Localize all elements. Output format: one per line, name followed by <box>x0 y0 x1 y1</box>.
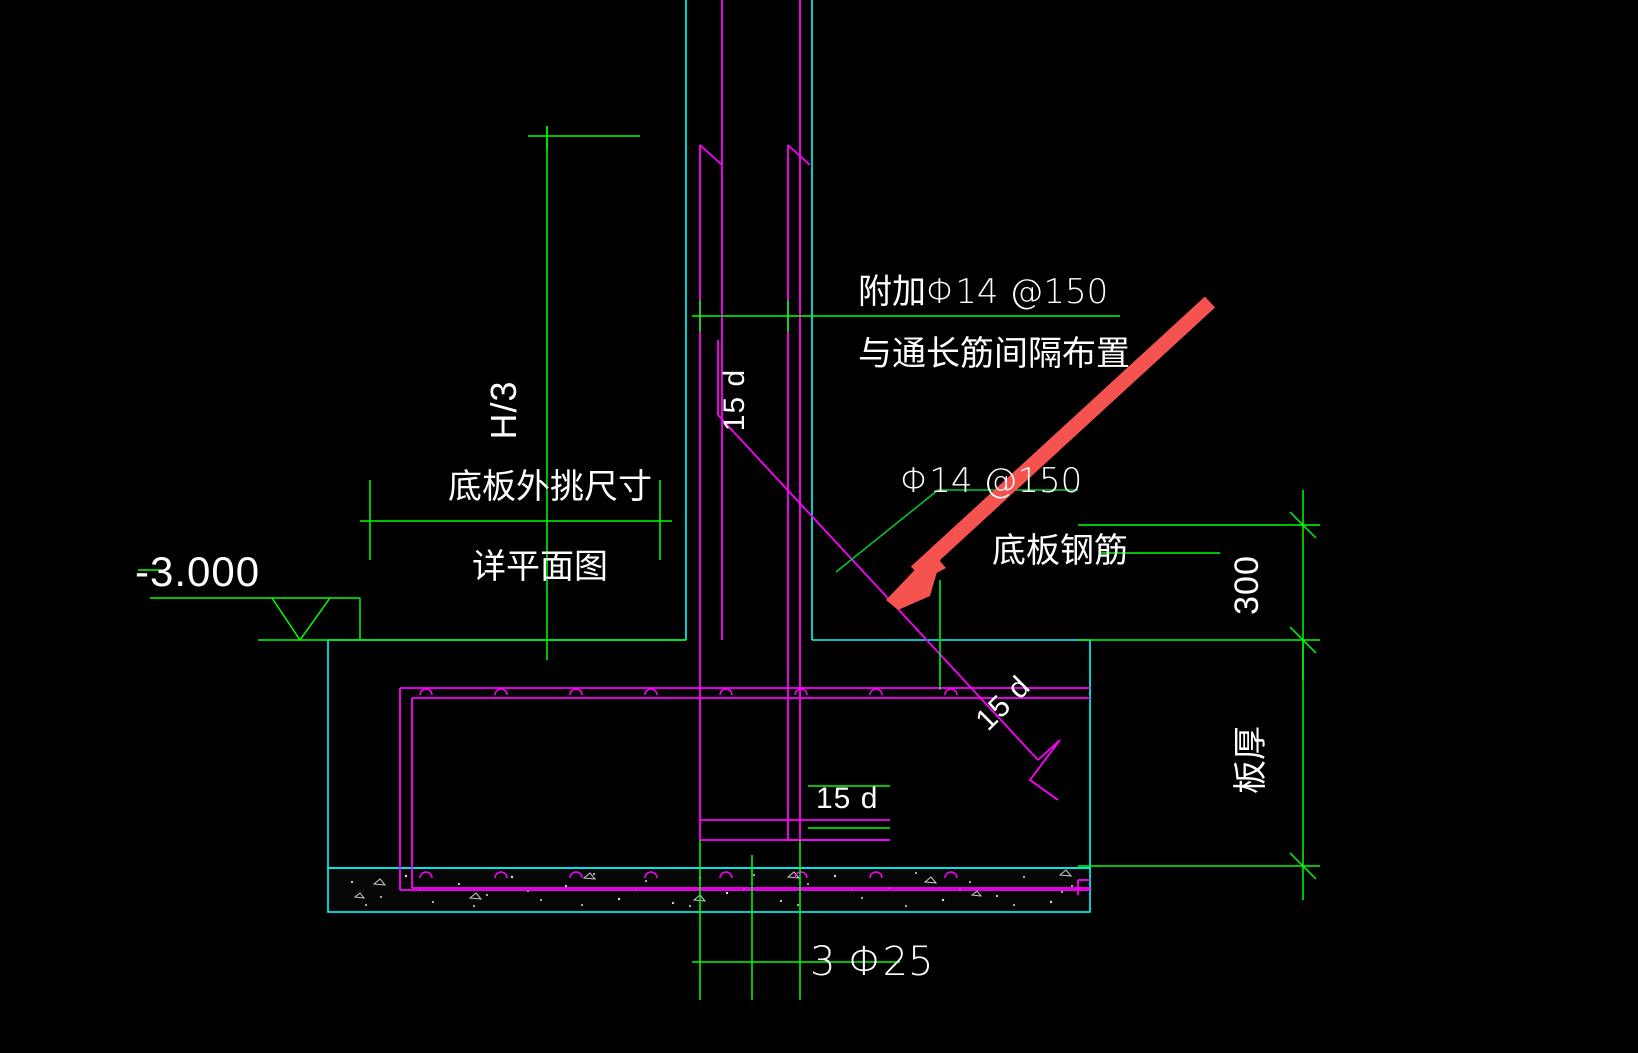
anchorage-horizontal-label: 15 d <box>816 782 878 815</box>
rebar-hook-row-bottom <box>419 871 958 879</box>
dimension-group <box>138 126 1320 1000</box>
slab-bar-spec-label: Φ14 @150 <box>900 461 1082 501</box>
base-projection-label-line1: 底板外挑尺寸 <box>448 467 652 507</box>
slab-thickness-label: 板厚 <box>1231 726 1271 794</box>
slab-rebar-right-corner <box>1077 879 1090 895</box>
dim-tick-thickness-bottom <box>1289 852 1317 880</box>
leader-slab-bar <box>835 489 1078 573</box>
bottom-bar-spec-label: 3 Φ25 <box>810 939 933 985</box>
dim-tick-300-top <box>1289 511 1317 539</box>
wall-bar-hook-2 <box>787 144 811 166</box>
wall-height-label: H/3 <box>483 380 524 439</box>
slab-rebar-cage-left <box>399 688 1090 891</box>
diagonal-added-bar <box>717 414 1039 761</box>
rebar-hook-row-top <box>419 688 958 696</box>
base-projection-label-line2: 详平面图 <box>472 547 608 587</box>
cover-dimension-label: 300 <box>1228 555 1266 615</box>
level-mark-triangle <box>271 597 331 642</box>
slab-bar-name-label: 底板钢筋 <box>992 531 1128 571</box>
added-bar-label-line1: 附加Φ14 @150 <box>858 272 1108 312</box>
red-annotation-arrow <box>886 296 1216 610</box>
anchorage-vertical-label: 15 d <box>718 369 751 431</box>
rebar-group <box>399 0 1090 895</box>
added-bar-label-line2: 与通长筋间隔布置 <box>858 334 1130 374</box>
level-mark-text: -3.000 <box>135 548 260 595</box>
anchorage-diagonal-label: 15 d <box>970 670 1037 737</box>
concrete-outline-group <box>327 0 1091 913</box>
slab-break-symbol <box>1028 739 1061 801</box>
wall-bar-hook-1 <box>699 144 723 166</box>
